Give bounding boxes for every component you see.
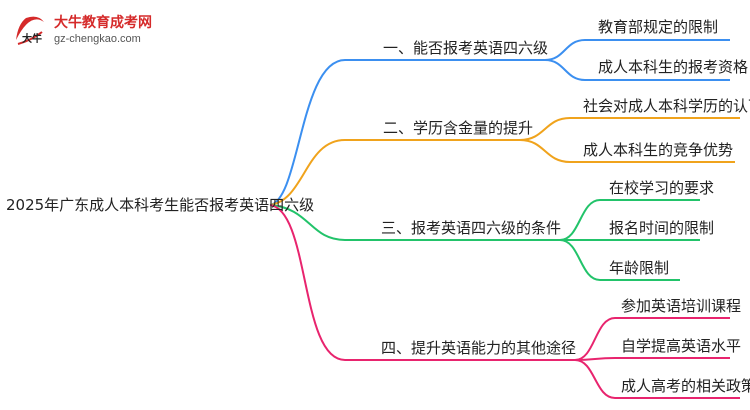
site-logo[interactable]: 大牛 大牛教育成考网 gz-chengkao.com [8, 6, 208, 54]
connector-root-branch-1 [269, 59, 545, 206]
branch-1-leaf-1[interactable]: 教育部规定的限制 [598, 18, 719, 36]
connector-branch-3-leaf-3 [559, 239, 680, 281]
branch-1-leaf-2[interactable]: 成人本科生的报考资格 [598, 58, 749, 76]
connector-branch-4-leaf-3 [574, 359, 740, 399]
branch-2-label[interactable]: 二、学历含金量的提升 [383, 119, 534, 137]
connector-branch-1-leaf-1 [544, 39, 730, 61]
connector-root-branch-4 [269, 204, 575, 361]
connector-branch-1-leaf-2 [544, 59, 730, 81]
branch-1-label[interactable]: 一、能否报考英语四六级 [383, 39, 549, 57]
branch-3-leaf-3[interactable]: 年龄限制 [609, 259, 670, 277]
connector-root-branch-2 [269, 139, 520, 206]
logo-name: 大牛教育成考网 [54, 15, 152, 31]
connector-branch-2-leaf-1 [519, 117, 740, 141]
connector-branch-3-leaf-1 [559, 199, 700, 241]
svg-text:大牛: 大牛 [22, 32, 42, 45]
branch-3-leaf-2[interactable]: 报名时间的限制 [609, 219, 715, 237]
branch-4-leaf-3[interactable]: 成人高考的相关政策 [621, 377, 750, 395]
logo-mark-icon: 大牛 [16, 16, 44, 45]
mindmap-root[interactable]: 2025年广东成人本科考生能否报考英语四六级 [6, 196, 315, 214]
branch-4-label[interactable]: 四、提升英语能力的其他途径 [381, 339, 577, 357]
branch-4-leaf-2[interactable]: 自学提高英语水平 [621, 337, 742, 355]
branch-4-leaf-1[interactable]: 参加英语培训课程 [621, 297, 742, 315]
branch-3-label[interactable]: 三、报考英语四六级的条件 [381, 219, 562, 237]
connector-branch-2-leaf-2 [519, 139, 735, 163]
branch-3-leaf-1[interactable]: 在校学习的要求 [609, 179, 715, 197]
branch-2-leaf-2[interactable]: 成人本科生的竞争优势 [583, 141, 734, 159]
branch-2-leaf-1[interactable]: 社会对成人本科学历的认可 [583, 97, 750, 115]
logo-url: gz-chengkao.com [54, 33, 141, 45]
connector-branch-4-leaf-2 [574, 357, 730, 361]
connector-root-branch-3 [269, 204, 560, 241]
connector-branch-4-leaf-1 [574, 317, 730, 361]
